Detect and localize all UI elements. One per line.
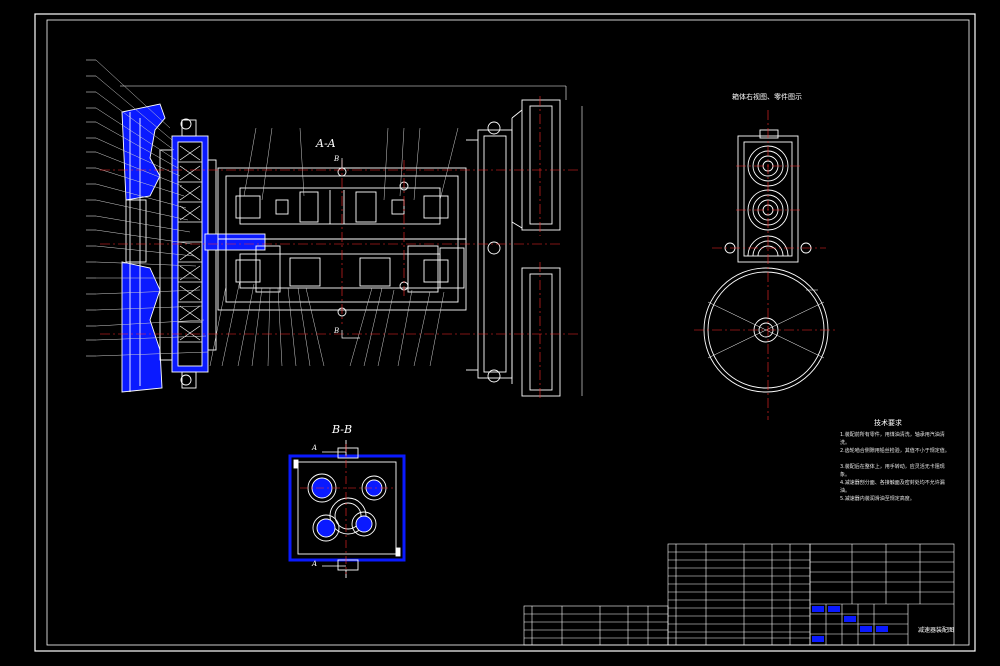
lower-shaft <box>235 245 465 293</box>
left-pulley-section <box>121 103 166 393</box>
inner-border <box>46 19 970 646</box>
cut-plane-aa <box>322 451 346 567</box>
parts-list-table <box>667 543 811 646</box>
side-view <box>703 129 829 393</box>
upper-shaft <box>235 187 449 225</box>
title-block-blue-cells <box>812 606 888 642</box>
section-bb-housing <box>288 454 406 562</box>
technical-requirements-line-3: 3.装配后在整体上，用手转动，应灵活无卡阻现象。 <box>840 464 945 478</box>
technical-requirements-title: 技术要求 <box>874 419 902 427</box>
section-bb-cut-mark-bottom: A <box>312 560 318 568</box>
section-aa-cut-mark-bottom: B <box>334 327 340 335</box>
section-aa-cut-mark-top: B <box>334 155 340 163</box>
technical-requirements-line-2: 2.齿轮啮合侧隙用铅丝检验，其值不小于规定值。 <box>840 448 950 454</box>
right-support-frame <box>466 121 513 383</box>
part-leader-lines-left <box>95 59 209 357</box>
section-aa-view <box>120 85 583 397</box>
center-lines-side <box>694 110 838 420</box>
section-aa-title: A-A <box>316 137 336 150</box>
part-leader-lines-bottom <box>209 279 445 367</box>
parts-list-table-lower <box>523 605 669 646</box>
section-bb-cut-mark-top: A <box>312 444 318 452</box>
title-block <box>809 543 955 646</box>
center-lines-bb <box>300 444 396 574</box>
section-bb-title: B-B <box>332 423 353 436</box>
part-leader-lines-top <box>243 127 459 201</box>
technical-requirements-line-5: 5.减速器内装润滑油至规定高度。 <box>840 496 915 502</box>
drawing-name: 减速器装配图 <box>918 627 955 634</box>
section-bb-view <box>288 440 406 578</box>
part-label-ticks-left <box>86 59 96 357</box>
technical-requirements-line-4: 4.减速器剖分面、各接触面及密封处均不允许漏油。 <box>840 480 945 494</box>
right-drum-lower <box>511 267 561 397</box>
gear-stack-section <box>159 119 217 389</box>
cut-plane-bb <box>341 158 360 339</box>
center-lines-main <box>100 96 580 398</box>
side-view-caption: 箱体右视图、零件图示 <box>732 93 802 101</box>
right-drum-upper <box>511 99 561 231</box>
bolt-marks <box>180 118 409 386</box>
technical-requirements-line-1: 1.装配前所有零件，用煤油清洗，轴承用汽油清洗。 <box>840 432 945 446</box>
outer-border <box>34 13 976 652</box>
